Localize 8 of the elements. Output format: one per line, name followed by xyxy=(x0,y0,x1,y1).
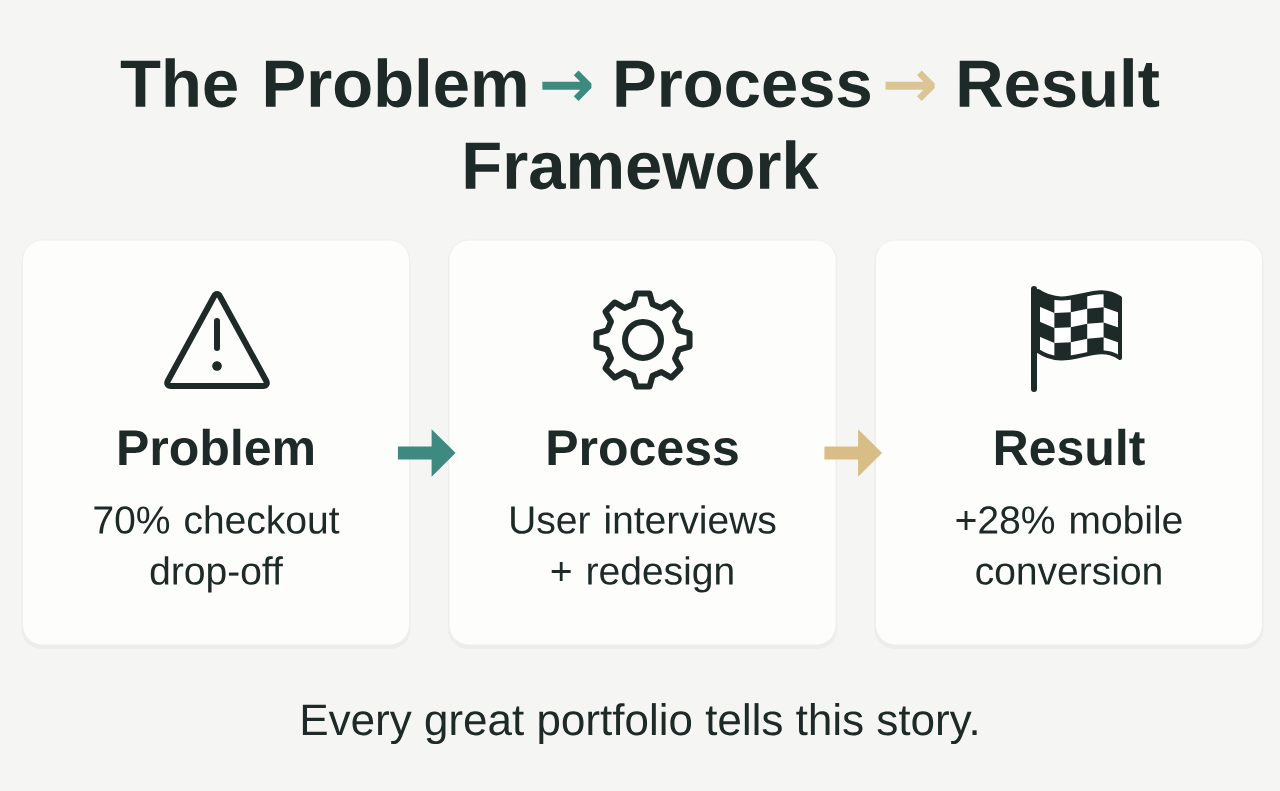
title: The Problem → Process → Result Framework xyxy=(120,58,1160,190)
card-text: 70% checkout drop-off xyxy=(94,505,340,593)
card-heading: Problem xyxy=(119,428,313,466)
card-heading: Process xyxy=(548,430,738,466)
caption: Every great portfolio tells this story. xyxy=(302,703,977,745)
card-heading: Result xyxy=(995,428,1145,466)
card-text: User interviews + redesign xyxy=(511,505,776,593)
card-text: +28% mobile conversion xyxy=(956,505,1182,585)
